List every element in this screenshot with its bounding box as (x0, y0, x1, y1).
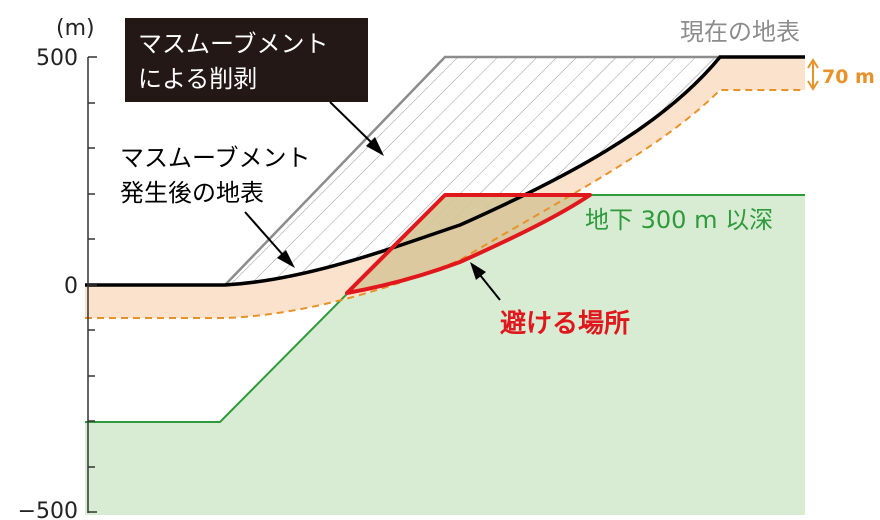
y-axis-ticks (88, 56, 97, 513)
buffer-lower-line (85, 89, 805, 319)
avoid-area-fill (347, 195, 590, 293)
buffer-thickness-label: 70 m (822, 66, 875, 88)
erosion-label-box (125, 18, 368, 102)
after-surface-label-line1: マスムーブメント (120, 144, 311, 172)
y-tick-label-0: 0 (64, 274, 78, 299)
erosion-label-line1: マスムーブメント (138, 30, 329, 58)
deep-zone-label: 地下 300 m 以深 (585, 206, 773, 234)
eroded-area (225, 57, 720, 285)
y-tick-label-500: 500 (36, 46, 78, 71)
erosion-label-line2: による削剥 (138, 65, 257, 93)
current-surface-line (224, 55, 720, 286)
avoid-area-arrow-line (479, 274, 501, 301)
buffer-double-arrow (807, 58, 819, 91)
avoid-area-label: 避ける場所 (500, 308, 630, 339)
after-surface-arrow-line (244, 211, 284, 256)
y-tick-label-minus-500: −500 (18, 499, 78, 520)
current-surface-label: 現在の地表 (680, 18, 800, 46)
erosion-arrow-head (366, 137, 384, 156)
y-axis-unit: (m) (56, 16, 95, 41)
deep-zone-boundary (85, 194, 805, 423)
erosion-arrow-line (329, 101, 373, 144)
avoid-area-arrow-head (470, 262, 486, 280)
avoid-area-outline (345, 193, 592, 295)
after-surface-line (85, 55, 805, 287)
after-surface-arrow-head (277, 250, 295, 268)
deep-zone (85, 195, 805, 515)
after-surface-label-line2: 発生後の地表 (120, 179, 264, 207)
